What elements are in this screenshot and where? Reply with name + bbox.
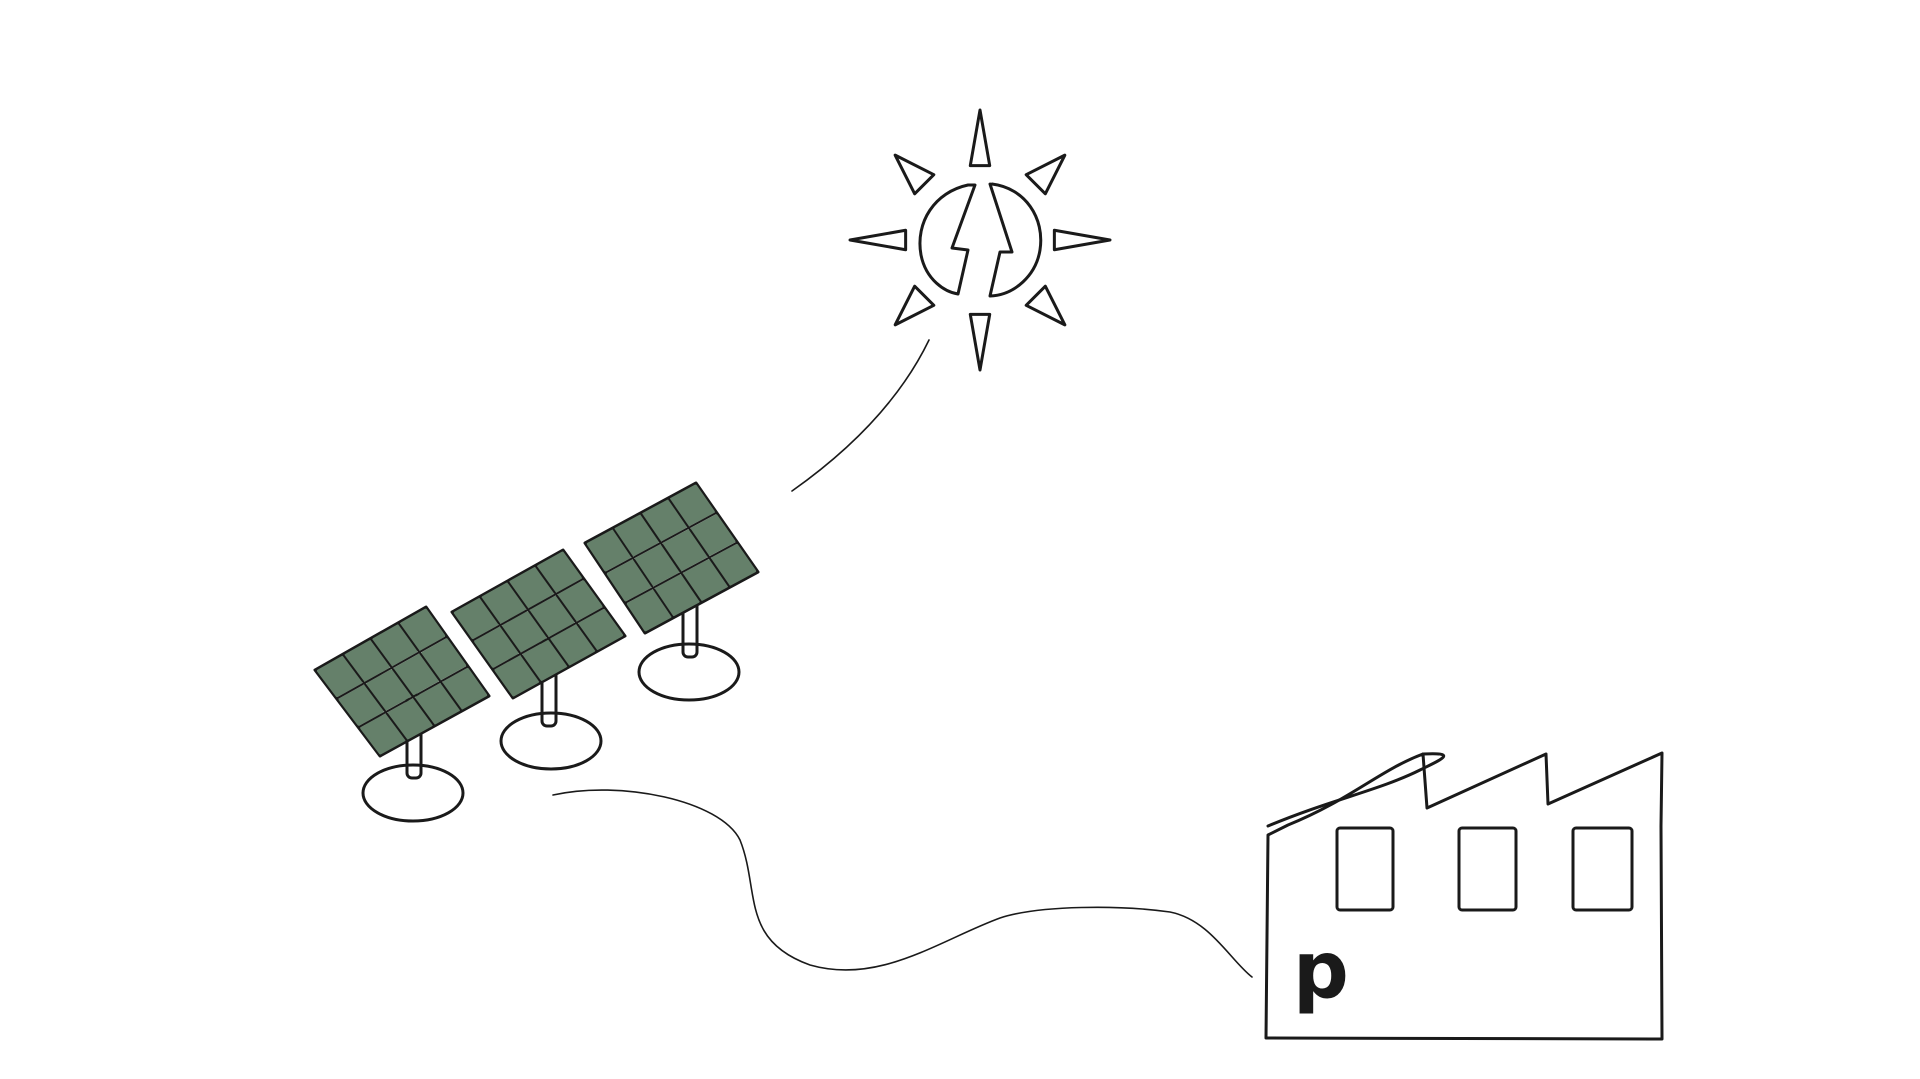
panel-cell (387, 698, 433, 740)
panel-cell (670, 484, 715, 527)
panel-grid-line (478, 595, 542, 684)
panel-grid-line (369, 637, 436, 727)
panel-cell (578, 608, 624, 650)
panel-cell (642, 499, 687, 542)
panel-cell (421, 638, 467, 680)
sun-ray (968, 108, 992, 168)
solar-panel (450, 548, 627, 771)
panel-cell (453, 598, 499, 640)
sun-ray (1024, 153, 1067, 196)
panel-cell (586, 529, 632, 572)
panel-cell (654, 574, 700, 617)
panel-grid-line (624, 541, 738, 604)
panel-cell (316, 655, 363, 698)
panel-cell (338, 684, 384, 726)
sun-icon (848, 108, 1112, 372)
panel-grid-line (341, 653, 409, 742)
solar-panel (583, 481, 760, 702)
panel-grid-line (336, 635, 448, 700)
panel-cell (529, 595, 575, 637)
panel-cell (634, 544, 680, 587)
panel-base (499, 711, 603, 771)
panel-cell (522, 639, 568, 681)
panel-cell (557, 580, 603, 622)
panel-base (637, 642, 741, 702)
factory-window (1571, 826, 1634, 912)
panel-grid-line (639, 512, 703, 604)
panel-grid-line (506, 580, 570, 668)
sun-ray (968, 312, 992, 372)
panel-cell (360, 713, 406, 755)
panel-grid-line (397, 622, 463, 712)
panel-grid-line (357, 665, 469, 729)
panel-cell (415, 683, 460, 725)
panel-grid-line (534, 564, 598, 653)
panel-cell (690, 514, 736, 556)
solar-panels (313, 481, 760, 823)
factory-window (1457, 826, 1518, 912)
panel-cell (502, 611, 547, 653)
panel-cell (494, 655, 540, 697)
panel-grid-line (604, 511, 718, 574)
panel-cell (606, 559, 652, 602)
panel-cell (400, 608, 446, 651)
sun-ray (1024, 284, 1067, 327)
power-cable (552, 789, 1253, 978)
panel-cell (550, 624, 596, 666)
sun-ray (893, 284, 936, 327)
sunlight-line (791, 339, 930, 492)
panel-cell (626, 589, 672, 632)
panel-cell (372, 624, 418, 667)
panel-grid-line (471, 577, 585, 642)
panel-grid-line (667, 497, 731, 588)
sun-ray (848, 228, 908, 252)
panel-cell (344, 640, 390, 682)
panel-cell (474, 626, 519, 668)
panel-cell (393, 653, 439, 696)
panel-base (361, 763, 465, 823)
sun-rays (848, 108, 1112, 372)
panel-cell (537, 551, 582, 593)
panel-cell (366, 669, 412, 711)
factory-window (1335, 826, 1395, 912)
factory-icon: p (1264, 751, 1664, 1041)
panel-cell (442, 667, 488, 710)
panel-cell (662, 529, 708, 572)
panel-cell (711, 543, 757, 586)
factory-logo: p (1293, 926, 1349, 1016)
panel-cell (683, 559, 728, 601)
panel-cell (481, 582, 527, 624)
panel-grid-line (492, 606, 605, 671)
panel-cell (614, 514, 659, 557)
sun-ray (1052, 228, 1112, 252)
solar-panel (313, 605, 491, 823)
panel-cell (509, 567, 554, 609)
sun-ray (893, 153, 936, 196)
panel-grid-line (611, 527, 675, 619)
